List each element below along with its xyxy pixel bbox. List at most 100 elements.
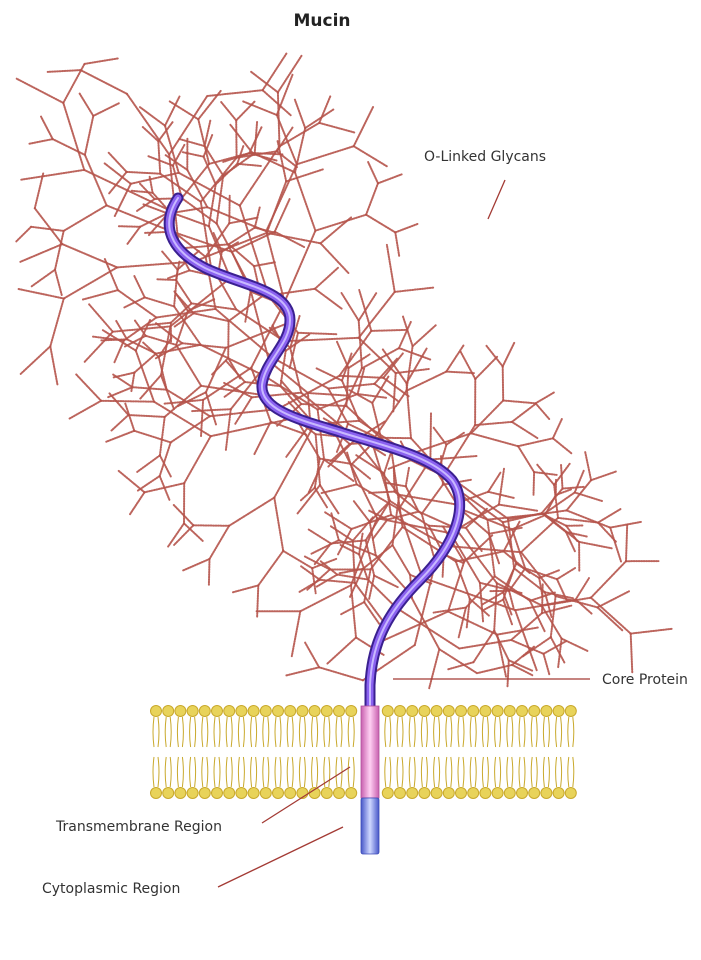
- glycans-leader-line: [488, 180, 505, 219]
- glycan-branch: [145, 483, 185, 492]
- glycan-branch: [137, 455, 160, 472]
- glycan-branch: [430, 413, 431, 459]
- lipid-head: [492, 706, 503, 717]
- lipid-head: [212, 706, 223, 717]
- lipid-head: [321, 706, 332, 717]
- glycan-branch: [298, 333, 336, 334]
- lipid-tail: [287, 717, 293, 747]
- lipid-head: [346, 788, 357, 799]
- glycan-branch: [631, 634, 633, 673]
- lipid-tail: [434, 757, 440, 787]
- glycan-branch: [459, 608, 466, 638]
- lipid-tail: [214, 717, 220, 747]
- glycan-branch: [396, 608, 459, 649]
- glycan-branch: [63, 103, 84, 170]
- lipid-tail: [153, 757, 159, 787]
- lipid-head: [248, 788, 259, 799]
- lipid-tail: [348, 757, 354, 787]
- glycan-branch: [114, 341, 124, 364]
- glycan-branch: [315, 289, 342, 309]
- lipid-head: [334, 706, 345, 717]
- lipid-tail: [287, 757, 293, 787]
- glycan-branch: [585, 451, 591, 480]
- lipid-head: [456, 788, 467, 799]
- glycan-branch: [148, 323, 171, 325]
- glycan-branch: [518, 438, 553, 446]
- lipid-tail: [226, 757, 232, 787]
- glycan-branch: [591, 561, 626, 598]
- glycan-branch: [128, 415, 164, 417]
- lipid-tail: [202, 757, 208, 787]
- glycan-branch: [610, 528, 621, 562]
- lipid-head: [456, 706, 467, 717]
- glycan-branch: [112, 415, 129, 431]
- glycan-branch: [127, 227, 140, 244]
- lipid-tail: [531, 757, 537, 787]
- glycan-branch: [130, 492, 145, 514]
- glycan-branch: [446, 345, 464, 372]
- lipid-head: [407, 788, 418, 799]
- lipid-tail: [543, 717, 549, 747]
- lipid-head: [212, 788, 223, 799]
- lipid-tail: [568, 757, 574, 787]
- lipid-head: [431, 788, 442, 799]
- glycan-branch: [509, 591, 513, 608]
- glycan-branch: [119, 226, 140, 227]
- glycan-branch: [342, 293, 359, 321]
- lipid-tail: [299, 757, 305, 787]
- lipid-head: [199, 788, 210, 799]
- glycan-branch: [327, 638, 356, 665]
- glycan-branch: [499, 505, 538, 511]
- glycan-branch: [292, 611, 301, 656]
- diagram-title: Mucin: [293, 11, 350, 31]
- glycan-branch: [503, 342, 515, 366]
- glycan-branch: [542, 606, 571, 614]
- lipid-head: [248, 706, 259, 717]
- glycan-branch: [257, 585, 258, 617]
- glycan-branch: [283, 551, 312, 568]
- lipid-tail: [434, 717, 440, 747]
- lipid-head: [468, 788, 479, 799]
- lipid-head: [163, 788, 174, 799]
- lipid-head: [382, 788, 393, 799]
- glycan-branch: [35, 174, 43, 209]
- glycan-branch: [591, 471, 617, 480]
- lipid-tail: [556, 717, 562, 747]
- lipid-tail: [226, 717, 232, 747]
- glycan-branch: [207, 90, 262, 96]
- lipid-head: [407, 706, 418, 717]
- lipid-tail: [153, 717, 159, 747]
- glycan-branch: [62, 244, 117, 267]
- glycan-branch: [176, 280, 192, 303]
- glycan-branch: [295, 100, 305, 128]
- glycan-branch: [50, 346, 57, 385]
- glycan-branch: [16, 227, 31, 242]
- glycan-branch: [266, 164, 297, 231]
- glycan-branch: [337, 342, 349, 368]
- glycan-branch: [308, 529, 331, 543]
- glycan-branch: [321, 243, 349, 273]
- lipid-tail: [470, 757, 476, 787]
- lipid-head: [273, 706, 284, 717]
- glycan-branch: [113, 375, 132, 388]
- glycan-branch: [556, 489, 572, 495]
- glycan-branch: [626, 524, 627, 561]
- lipid-tail: [165, 717, 171, 747]
- lipid-tail: [214, 757, 220, 787]
- lipid-tail: [470, 717, 476, 747]
- glycan-branch: [508, 660, 509, 686]
- lipid-head: [163, 706, 174, 717]
- glycan-branch: [295, 172, 315, 230]
- lipid-tail: [238, 717, 244, 747]
- core-protein-chain: [169, 198, 459, 708]
- glycan-branch: [461, 352, 476, 379]
- glycan-branch: [312, 568, 316, 593]
- glycan-branch: [134, 276, 144, 298]
- lipid-tail: [495, 757, 501, 787]
- lipid-head: [273, 788, 284, 799]
- glycan-branch: [339, 376, 383, 378]
- glycan-branch: [372, 377, 388, 403]
- glycan-branch: [18, 289, 64, 299]
- glycan-branch: [371, 330, 406, 331]
- glycan-branch: [598, 591, 630, 607]
